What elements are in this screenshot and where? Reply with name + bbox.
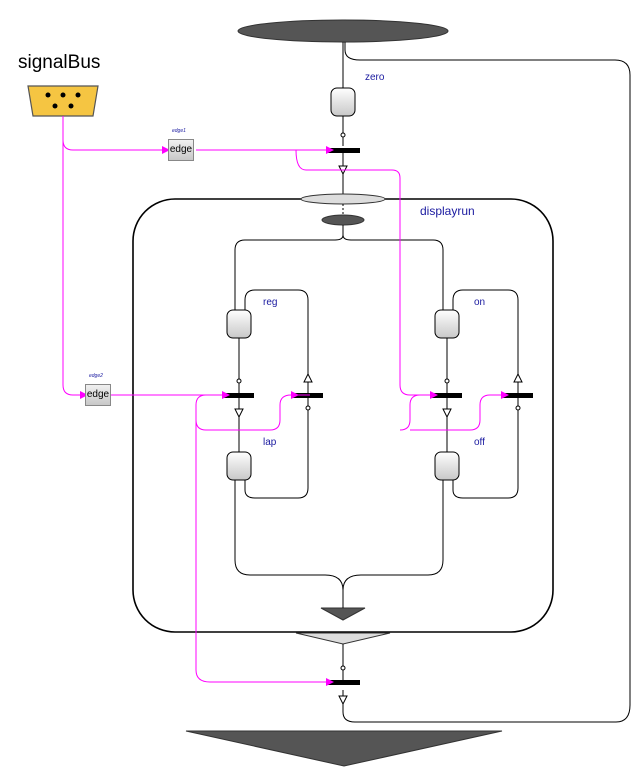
exit-port	[340, 665, 346, 671]
lap-state[interactable]	[226, 451, 252, 481]
signal-arrow	[326, 146, 334, 154]
fork-left	[234, 225, 344, 310]
inner-final	[320, 607, 366, 621]
zero-to-on-signal	[295, 149, 430, 396]
transition-arrow	[234, 408, 244, 419]
on-label: on	[474, 297, 486, 308]
signal-arrow	[291, 391, 299, 399]
transition-arrow	[303, 372, 313, 383]
reg-label: reg	[263, 297, 278, 308]
reg-state[interactable]	[226, 309, 252, 339]
on-port	[444, 378, 450, 384]
bus-to-edge1-signal	[62, 116, 167, 151]
zero-state[interactable]	[330, 87, 356, 117]
transition-arrow	[442, 408, 452, 419]
off-to-on-signal	[410, 394, 501, 431]
off-state[interactable]	[434, 451, 460, 481]
bus-pin	[45, 92, 51, 98]
signal-arrow	[80, 391, 88, 399]
transition-bar-off-on[interactable]	[503, 393, 533, 398]
signalbus-connector-icon[interactable]	[27, 85, 99, 117]
lap-return-link	[244, 398, 309, 499]
off-return-link	[452, 398, 519, 499]
on-state[interactable]	[434, 309, 460, 339]
bus-pin	[52, 103, 58, 109]
zero-label: zero	[365, 72, 385, 83]
edge1-caption: edge1	[172, 128, 186, 134]
signal-arrow	[326, 678, 334, 686]
transition-arrow	[513, 372, 523, 383]
zero-port	[340, 132, 346, 138]
reg-to-exit-signal	[195, 394, 326, 683]
signal-arrow	[222, 391, 230, 399]
edge1-block[interactable]: edge	[168, 139, 194, 161]
edge2-block[interactable]: edge	[85, 384, 111, 406]
bus-pin	[75, 92, 81, 98]
transition-bar-exit[interactable]	[328, 680, 360, 685]
displayrun-entry	[300, 193, 386, 205]
inner-initial	[321, 214, 365, 226]
lap-reg-link	[244, 289, 309, 393]
off-label: off	[474, 437, 485, 448]
lap-port	[305, 405, 311, 411]
bus-pin	[60, 92, 66, 98]
transition-bar-reg-lap[interactable]	[224, 393, 254, 398]
bus-to-edge2-signal	[62, 140, 85, 396]
bus-pin	[68, 103, 74, 109]
lap-label: lap	[263, 437, 277, 448]
off-port	[515, 405, 521, 411]
transition-bar-zero[interactable]	[328, 148, 360, 153]
join-left	[234, 480, 344, 608]
signalbus-label: signalBus	[18, 52, 101, 73]
on-signal-loop	[399, 394, 430, 431]
final-exit-triangle	[185, 730, 503, 767]
fork-right	[342, 234, 444, 310]
join-right	[342, 480, 444, 591]
edge2-caption: edge2	[89, 373, 103, 379]
signal-arrow	[162, 146, 170, 154]
off-on-link	[452, 289, 519, 393]
initial-step-ellipse	[237, 19, 449, 43]
loop-connection	[342, 42, 631, 723]
displayrun-label: displayrun	[420, 204, 475, 218]
signal-arrow	[430, 391, 438, 399]
signal-arrow	[501, 391, 509, 399]
transition-bar-on-off[interactable]	[432, 393, 462, 398]
reg-port	[236, 378, 242, 384]
displayrun-exit	[295, 632, 391, 645]
lap-to-reg-signal	[195, 394, 310, 431]
transition-arrow	[338, 695, 348, 706]
